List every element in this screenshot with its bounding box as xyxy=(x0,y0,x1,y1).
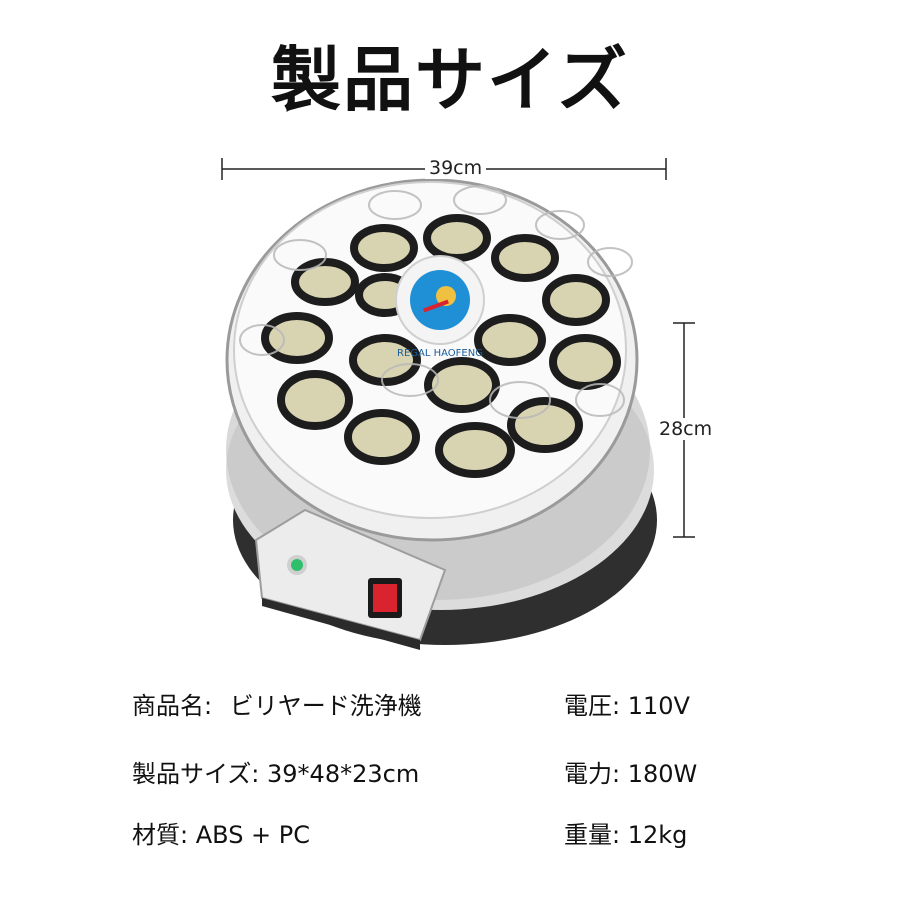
power-label: 電力: xyxy=(564,760,621,788)
product-size-value: 39*48*23cm xyxy=(267,760,420,788)
voltage-value: 110V xyxy=(627,692,690,720)
brand-badge xyxy=(395,255,485,345)
lid-rings xyxy=(239,185,633,419)
material-value: ABS + PC xyxy=(195,821,311,849)
width-label: 39cm xyxy=(425,157,487,179)
weight-value: 12kg xyxy=(627,821,688,849)
height-label: 28cm xyxy=(655,418,717,440)
page-title: 製品サイズ xyxy=(271,39,629,121)
brand-text: REGAL HAOFENG xyxy=(397,348,483,359)
material-label: 材質: xyxy=(132,821,189,849)
power-value: 180W xyxy=(627,760,698,788)
weight-label: 重量: xyxy=(564,821,621,849)
product-name-value: ビリヤード洗浄機 xyxy=(229,692,422,720)
product-size-label: 製品サイズ: xyxy=(132,760,260,788)
product-name-label: 商品名: xyxy=(132,692,213,720)
voltage-label: 電圧: xyxy=(564,692,621,720)
power-led xyxy=(287,555,307,575)
power-switch[interactable] xyxy=(368,578,402,618)
